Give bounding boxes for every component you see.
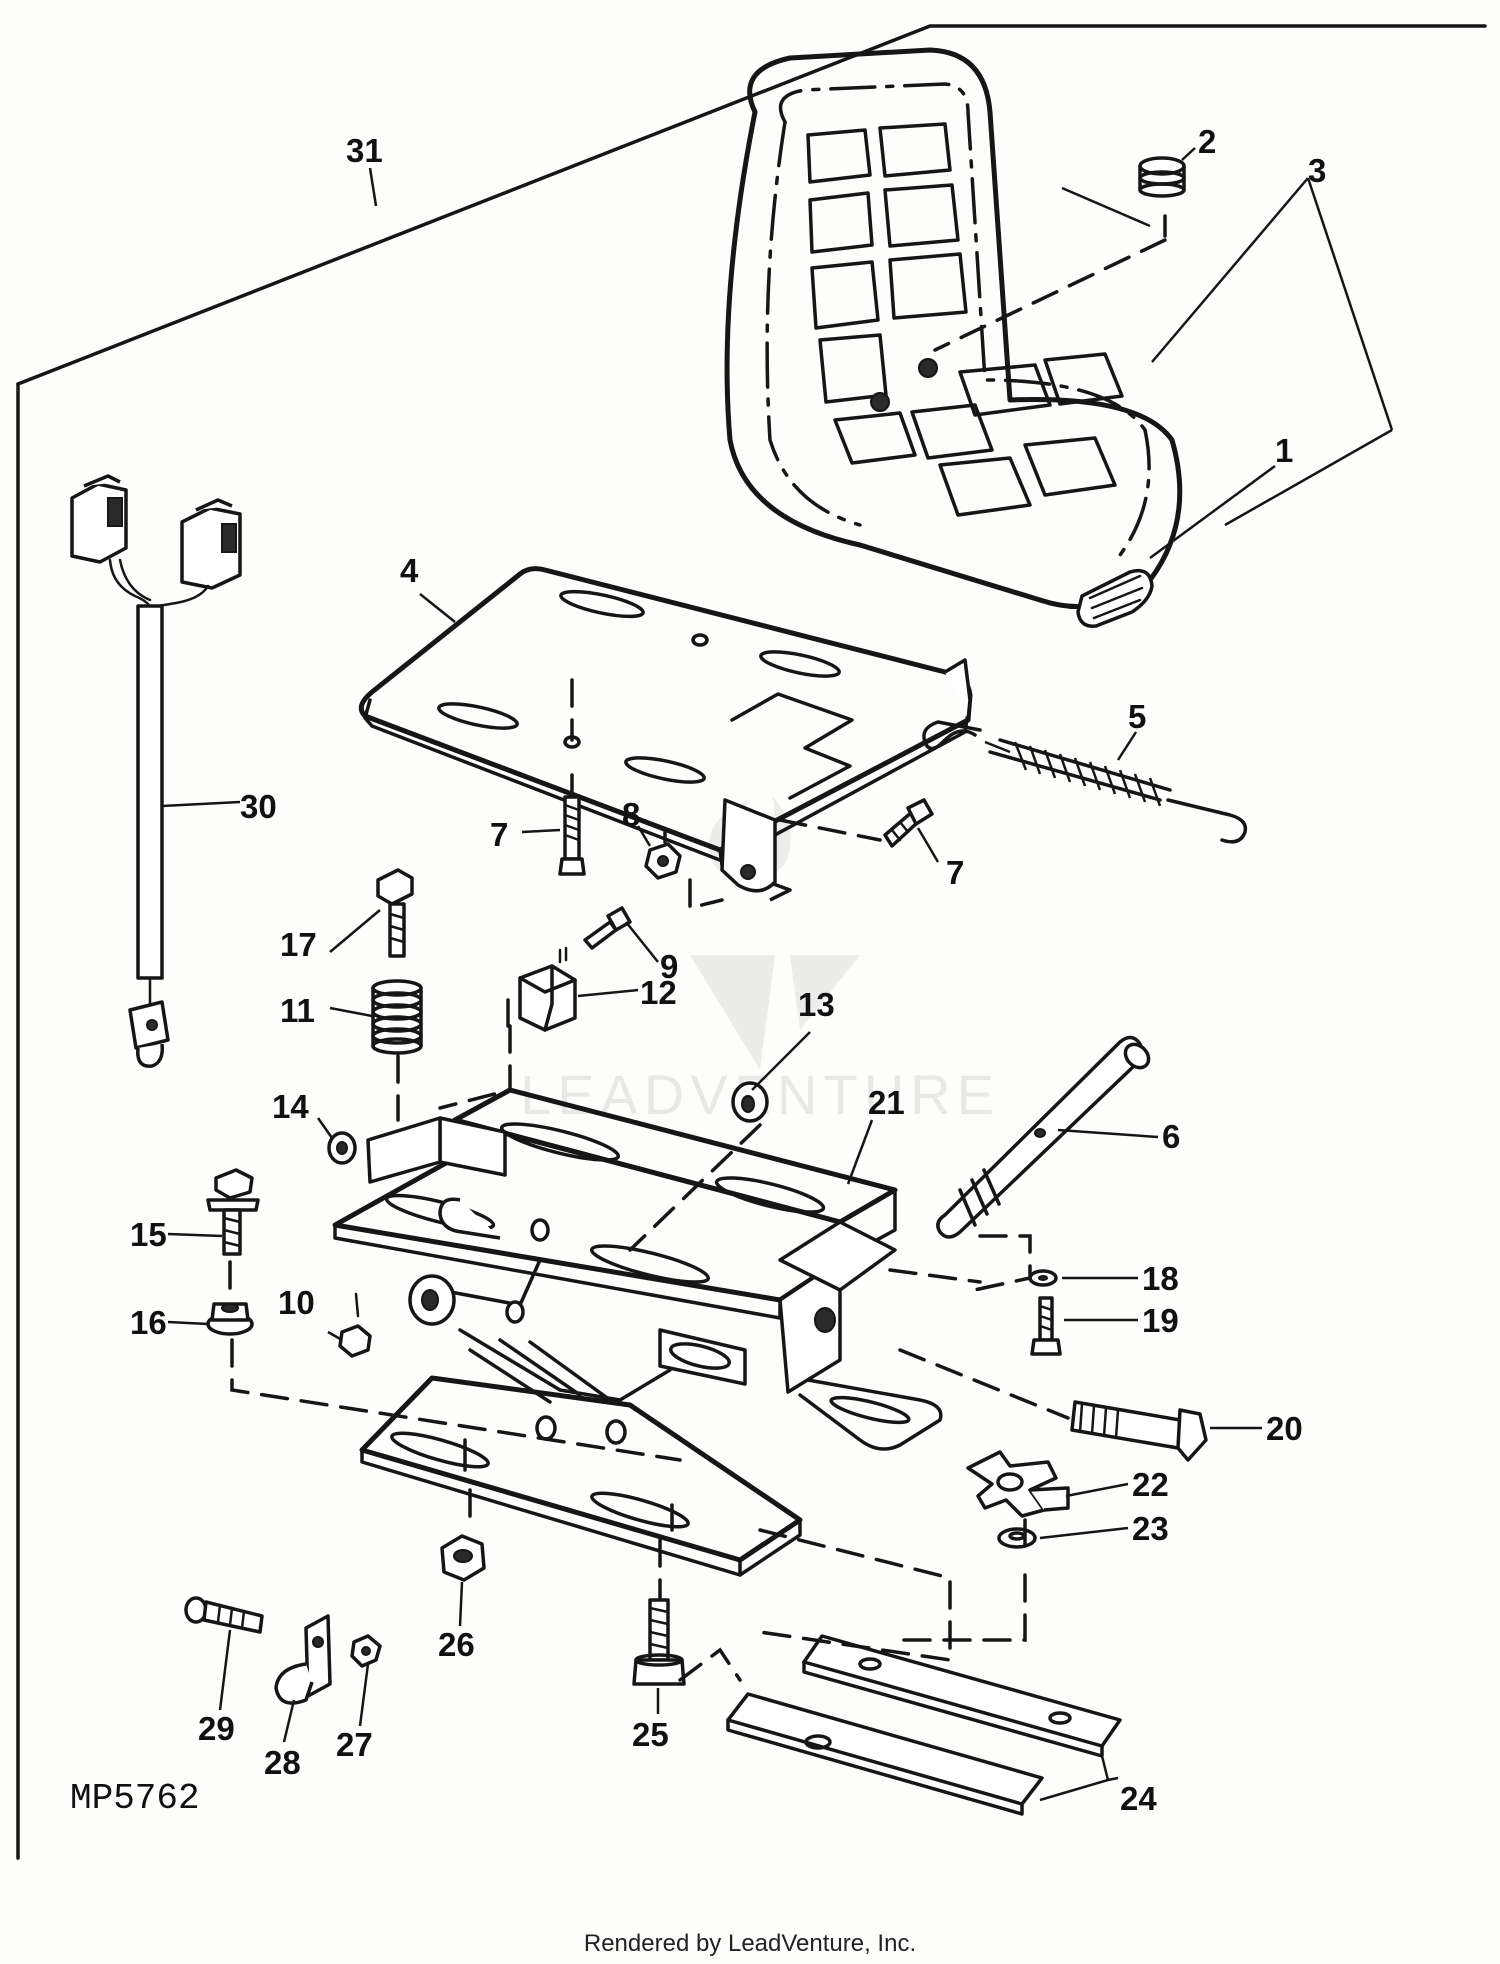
callout-10: 10 xyxy=(278,1284,315,1321)
lower-base-plate xyxy=(359,1375,803,1577)
callout-9: 9 xyxy=(660,948,678,985)
callout-24: 24 xyxy=(1120,1780,1157,1817)
seat-cushion-part xyxy=(724,47,1183,610)
seat-bumper-pad-part xyxy=(1076,568,1154,628)
cap-screw-29-part xyxy=(184,1596,264,1634)
seat-switch-12-part xyxy=(518,946,577,1032)
assembly-lines xyxy=(228,678,1070,1682)
flange-bolt-15-part xyxy=(206,1168,260,1256)
cap-screw-7a-part xyxy=(558,795,586,876)
callout-14: 14 xyxy=(272,1088,309,1125)
lock-nut-27-part xyxy=(350,1634,382,1668)
callout-25: 25 xyxy=(632,1716,669,1753)
suspension-frame-part xyxy=(332,1087,943,1451)
callout-1: 1 xyxy=(1275,432,1293,469)
callout-16: 16 xyxy=(130,1304,167,1341)
callout-7b: 7 xyxy=(946,854,964,891)
carriage-bolt-25-part xyxy=(632,1598,686,1686)
callout-27: 27 xyxy=(336,1726,373,1763)
washer-23-part xyxy=(997,1527,1037,1549)
callout-31: 31 xyxy=(346,132,383,169)
screw-9-part xyxy=(583,906,632,950)
harness-clamp-28-part xyxy=(274,1614,332,1705)
callout-26: 26 xyxy=(438,1626,475,1663)
callout-11: 11 xyxy=(280,992,315,1029)
callout-4: 4 xyxy=(400,552,419,589)
callout-13: 13 xyxy=(798,986,835,1023)
washer-18-part xyxy=(1028,1269,1058,1287)
cap-screw-7b-part xyxy=(883,798,934,848)
callout-18: 18 xyxy=(1142,1260,1179,1297)
callout-28: 28 xyxy=(264,1744,301,1781)
spacer-bushing-13-part xyxy=(731,1081,769,1123)
compression-spring-11-part xyxy=(371,979,423,1055)
hex-nut-26-part xyxy=(440,1534,486,1582)
callout-2: 2 xyxy=(1198,123,1216,160)
lock-nut-10-part xyxy=(338,1292,372,1358)
lock-nut-14-part xyxy=(327,1131,357,1165)
callout-15: 15 xyxy=(130,1216,167,1253)
shoulder-bolt-17-part xyxy=(376,868,414,958)
callout-20: 20 xyxy=(1266,1410,1303,1447)
pivot-pin-part xyxy=(936,1035,1151,1239)
adjusting-knob-22-part xyxy=(966,1450,1070,1518)
callout-17: 17 xyxy=(280,926,317,963)
seat-spring-top-part xyxy=(1138,156,1186,198)
figure-reference-code: MP5762 xyxy=(70,1778,200,1819)
callout-30: 30 xyxy=(240,788,277,825)
callout-8: 8 xyxy=(622,796,640,833)
cap-screw-19-part xyxy=(1030,1296,1062,1356)
callout-23: 23 xyxy=(1132,1510,1169,1547)
callout-7a: 7 xyxy=(490,816,508,853)
callout-19: 19 xyxy=(1142,1302,1179,1339)
assembly-outline xyxy=(16,24,1487,386)
mounting-strap-24-part xyxy=(726,1634,1122,1816)
callout-12: 12 xyxy=(640,974,677,1011)
assembly-line-2b xyxy=(933,238,1167,352)
callout-3: 3 xyxy=(1308,152,1326,189)
callout-6: 6 xyxy=(1162,1118,1180,1155)
extension-spring-part xyxy=(922,720,1248,844)
flange-nut-16-part xyxy=(206,1302,254,1336)
callout-22: 22 xyxy=(1132,1466,1169,1503)
lock-nut-8-part xyxy=(644,842,682,880)
render-credit: Rendered by LeadVenture, Inc. xyxy=(583,1930,917,1957)
leader-lines xyxy=(161,147,1394,1802)
callout-29: 29 xyxy=(198,1710,235,1747)
callout-labels: 1 2 3 4 5 6 7 7 8 9 10 11 12 13 14 15 16… xyxy=(130,123,1326,1817)
pivot-bolt-20-part xyxy=(1070,1400,1208,1462)
callout-5: 5 xyxy=(1128,698,1146,735)
callout-21: 21 xyxy=(868,1084,905,1121)
wiring-harness-part xyxy=(70,474,242,1068)
